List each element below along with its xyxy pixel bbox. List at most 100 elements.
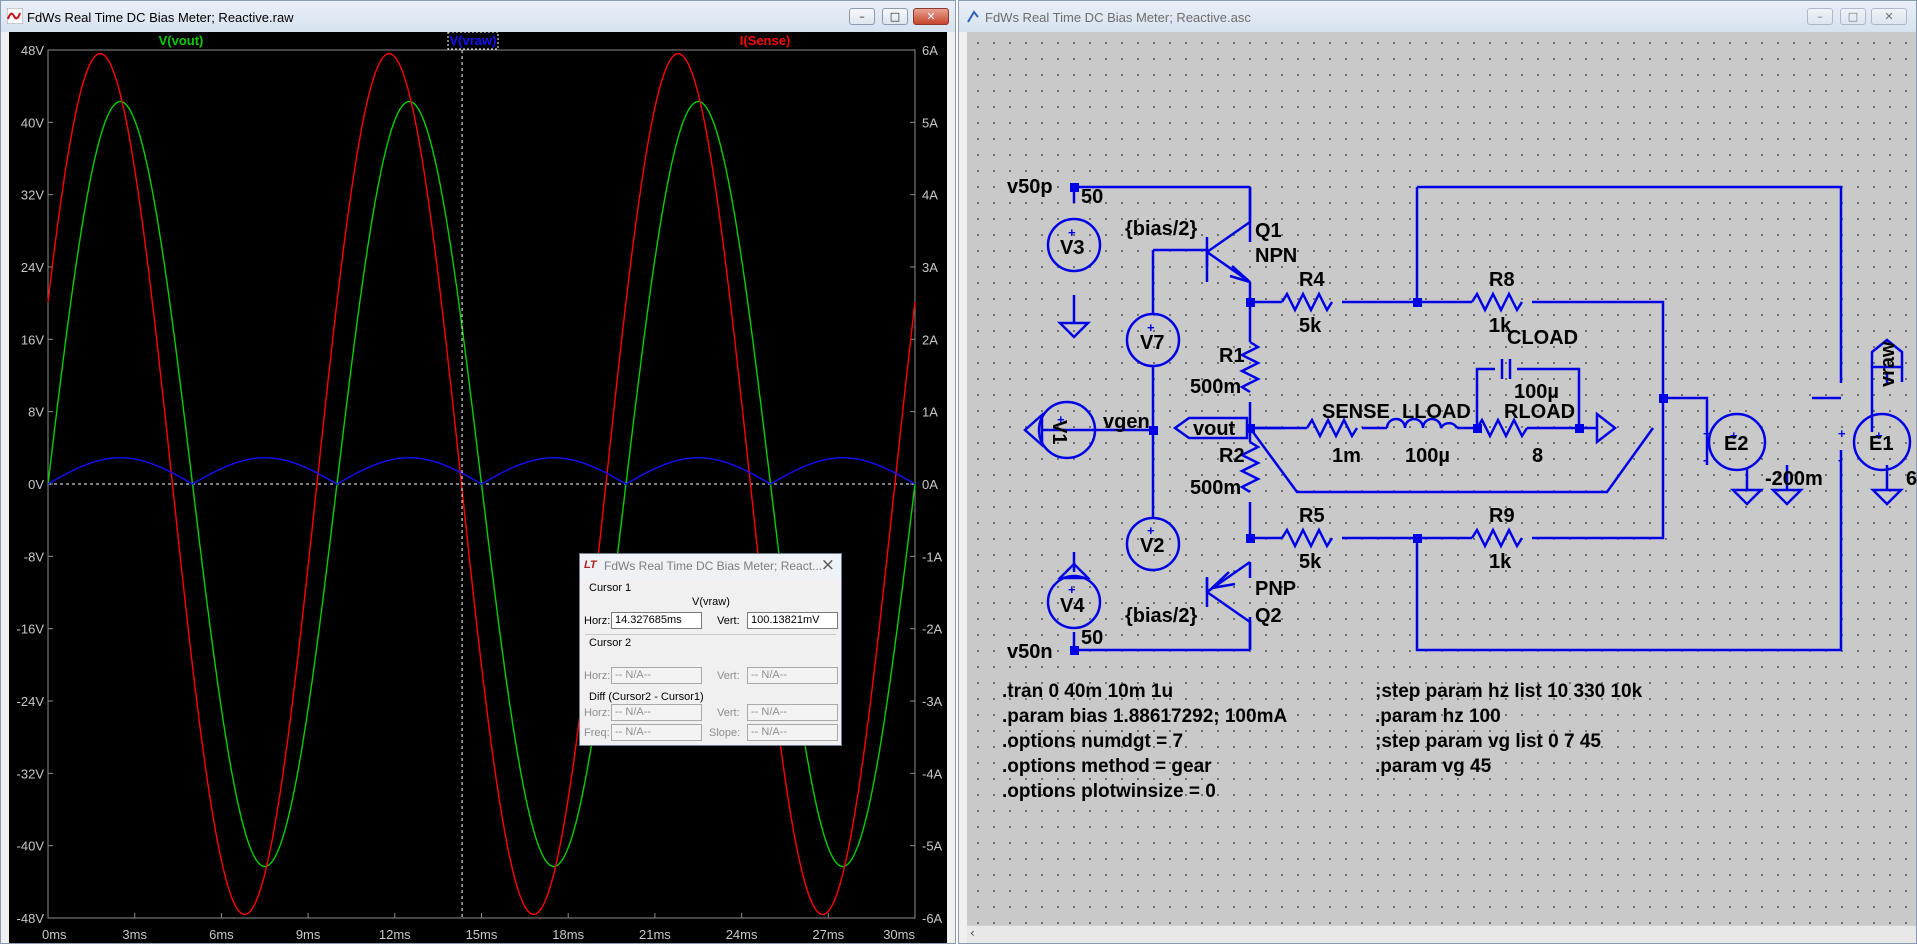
bias-bottom-label: {bias/2} <box>1125 605 1197 627</box>
r8-name: R8 <box>1489 269 1515 291</box>
x-axis-tick-label: 24ms <box>726 927 758 942</box>
lload-name: LLOAD <box>1402 401 1471 423</box>
source-symbols <box>1023 217 1912 630</box>
maximize-icon: □ <box>1847 10 1859 23</box>
schematic-minimize-button[interactable]: – <box>1807 8 1833 25</box>
cursor-dialog-divider <box>585 634 836 635</box>
q2-model: PNP <box>1255 578 1296 600</box>
ltspice-logo-icon: LT <box>584 559 597 571</box>
schematic-titlebar[interactable]: FdWs Real Time DC Bias Meter; Reactive.a… <box>959 1 1916 32</box>
schematic-drawing[interactable]: +++ ++ ++ +- +- v50p 50 V3 {bias/2} Q1 N… <box>967 32 1917 945</box>
directive-left[interactable]: .options method = gear <box>1002 756 1212 777</box>
right-axis-tick-label: 2A <box>922 332 938 347</box>
v50p-label: v50p <box>1007 176 1053 198</box>
maximize-icon: □ <box>889 10 901 23</box>
cursor-dialog-titlebar[interactable]: LT FdWs Real Time DC Bias Meter; React..… <box>580 554 841 578</box>
close-button[interactable]: ✕ <box>913 8 949 25</box>
e2-icon <box>1707 412 1767 472</box>
left-axis-tick-label: 16V <box>21 332 44 347</box>
right-axis-tick-label: 1A <box>922 405 938 420</box>
schematic-close-button[interactable]: ✕ <box>1871 8 1907 25</box>
cursor-dialog-close-icon[interactable]: × <box>820 555 835 575</box>
schematic-wires <box>1042 185 1889 652</box>
v3-icon <box>1046 217 1102 273</box>
rload-value: 8 <box>1532 445 1543 467</box>
right-axis-tick-label: 6A <box>922 43 938 58</box>
v7-icon <box>1125 312 1181 368</box>
resistor-symbols <box>1239 291 1529 549</box>
right-axis-tick-label: -5A <box>922 839 943 854</box>
diff-vert-field: -- N/A-- <box>747 704 838 721</box>
diff-vert-label: Vert: <box>717 707 740 719</box>
directive-left[interactable]: .tran 0 40m 10m 1u <box>1002 681 1173 702</box>
trace-label[interactable]: V(vout) <box>159 33 204 48</box>
cursor1-horz-label: Horz: <box>584 615 611 627</box>
cursor1-label: Cursor 1 <box>589 582 632 594</box>
left-axis-tick-label: 48V <box>21 43 44 58</box>
schematic-maximize-button[interactable]: □ <box>1840 8 1866 25</box>
r9-name: R9 <box>1489 505 1515 527</box>
left-axis-tick-label: 0V <box>28 477 44 492</box>
left-axis-tick-label: -8V <box>24 549 45 564</box>
r1-name: R1 <box>1219 345 1245 367</box>
r1-icon <box>1239 340 1261 394</box>
diff-horz-field: -- N/A-- <box>611 704 702 721</box>
cursor2-vert-field: -- N/A-- <box>747 667 838 684</box>
directive-right[interactable]: ;step param vg list 0 7 45 <box>1375 731 1601 752</box>
right-axis-tick-label: 5A <box>922 115 938 130</box>
r2-name: R2 <box>1219 445 1245 467</box>
v4-value: 50 <box>1081 627 1103 649</box>
lload-value: 100µ <box>1405 445 1450 467</box>
schematic-canvas[interactable]: +++ ++ ++ +- +- v50p 50 V3 {bias/2} Q1 N… <box>967 32 1917 945</box>
close-icon: ✕ <box>1884 10 1894 23</box>
q2-icon <box>1205 560 1252 650</box>
scroll-left-icon[interactable]: ‹ <box>970 926 975 940</box>
x-axis-tick-label: 18ms <box>552 927 584 942</box>
trace-label[interactable]: V(vraw) <box>450 33 497 48</box>
cursor1-horz-field[interactable]: 14.327685ms <box>611 612 702 629</box>
waveform-plot[interactable]: V(vout)V(vraw)I(Sense) 48V40V32V24V16V8V… <box>9 32 949 945</box>
waveform-app-icon <box>7 8 23 24</box>
minimize-button[interactable]: – <box>849 8 875 25</box>
q1-name: Q1 <box>1255 220 1282 242</box>
v3-name: V3 <box>1060 237 1084 259</box>
maximize-button[interactable]: □ <box>882 8 908 25</box>
x-axis-tick-label: 6ms <box>209 927 234 942</box>
schematic-app-icon <box>967 10 979 23</box>
r8-icon <box>1470 291 1524 313</box>
cursor-dialog: LT FdWs Real Time DC Bias Meter; React..… <box>579 553 842 746</box>
directive-right[interactable]: .param vg 45 <box>1375 756 1492 777</box>
x-axis-tick-label: 15ms <box>466 927 498 942</box>
q1-icon <box>1205 187 1252 284</box>
waveform-titlebar[interactable]: FdWs Real Time DC Bias Meter; Reactive.r… <box>1 1 955 32</box>
ground-icon <box>1769 488 1805 506</box>
directive-right[interactable]: ;step param hz list 10 330 10k <box>1375 681 1643 702</box>
diff-slope-field: -- N/A-- <box>747 724 838 741</box>
r9-icon <box>1470 527 1524 549</box>
svg-text:+: + <box>1730 428 1738 443</box>
trace-label[interactable]: I(Sense) <box>740 33 791 48</box>
horizontal-scrollbar[interactable]: ‹ <box>967 925 1916 943</box>
cursor1-vert-field[interactable]: 100.13821mV <box>747 612 838 629</box>
svg-text:+: + <box>1838 426 1846 441</box>
svg-text:+: + <box>1875 428 1883 443</box>
svg-text:-: - <box>1838 452 1842 467</box>
cursor1-vert-label: Vert: <box>717 615 740 627</box>
v2-name: V2 <box>1140 535 1164 557</box>
cursor2-label: Cursor 2 <box>589 637 632 649</box>
directive-right[interactable]: .param hz 100 <box>1375 706 1501 727</box>
v4-icon <box>1046 574 1102 630</box>
schematic-window-title: FdWs Real Time DC Bias Meter; Reactive.a… <box>985 10 1251 25</box>
svg-text:+: + <box>1703 426 1711 441</box>
q2-name: Q2 <box>1255 605 1282 627</box>
minimize-icon: – <box>859 10 865 23</box>
lload-icon <box>1385 417 1459 429</box>
directive-left[interactable]: .options numdgt = 7 <box>1002 731 1183 752</box>
svg-text:-: - <box>1703 452 1707 467</box>
directive-left[interactable]: .param bias 1.88617292; 100mA <box>1002 706 1287 727</box>
rload-icon <box>1475 417 1529 439</box>
directive-left[interactable]: .options plotwinsize = 0 <box>1002 781 1216 802</box>
right-axis-tick-label: 0A <box>922 477 938 492</box>
cload-icon <box>1500 359 1512 379</box>
